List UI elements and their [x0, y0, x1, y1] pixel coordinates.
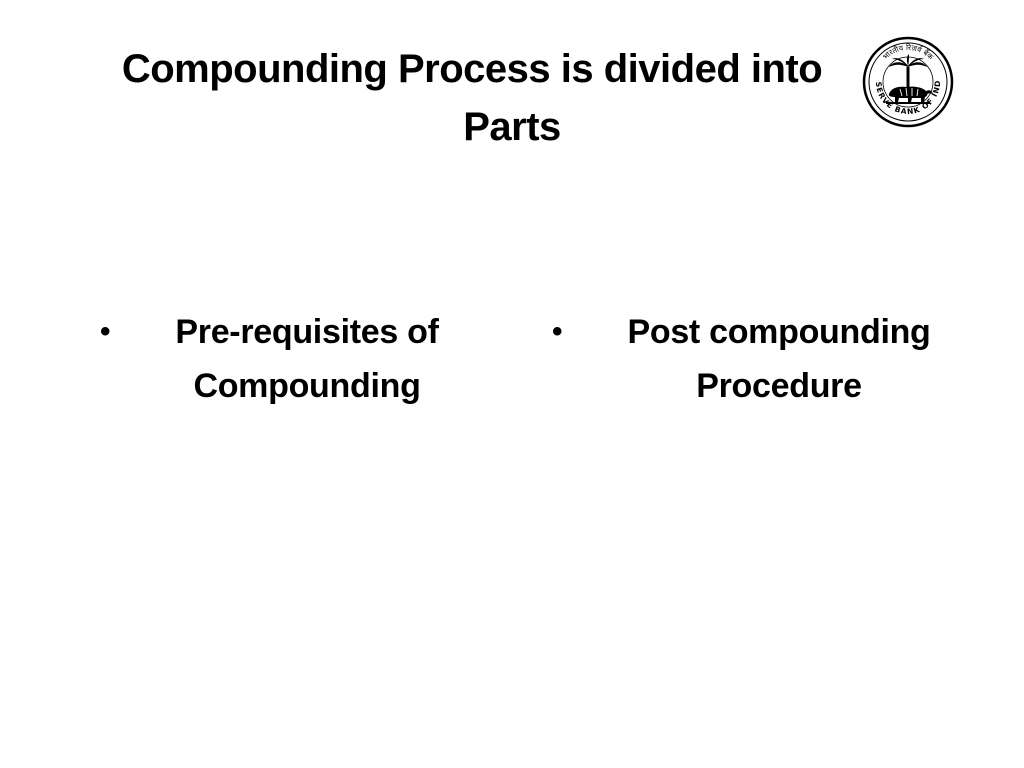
rbi-seal-logo: RESERVE BANK OF INDIA भारतीय रिज़र्व बैं… [862, 36, 954, 128]
slide-title-line-2: Parts [463, 105, 561, 149]
bullet-text: Post compounding Procedure [586, 305, 972, 413]
bullet-icon: • [552, 315, 563, 348]
slide-title-line-1: Compounding Process is divided into [121, 47, 823, 91]
bullet-item-post-compounding: • Post compounding Procedure [552, 305, 972, 413]
bullet-item-pre-requisites: • Pre-requisites of Compounding [100, 305, 480, 413]
bullet-text-line-2: Procedure [696, 367, 862, 405]
bullet-text-line-1: Pre-requisites of [175, 313, 439, 351]
bullet-text-line-2: Compounding [193, 367, 421, 405]
reserve-bank-of-india-seal-icon: RESERVE BANK OF INDIA भारतीय रिज़र्व बैं… [862, 36, 954, 128]
bullet-text-line-1: Post compounding [627, 313, 931, 351]
bullet-column-right: • Post compounding Procedure [552, 305, 972, 413]
bullet-text: Pre-requisites of Compounding [134, 305, 480, 413]
slide-title: Compounding Process is divided into Part… [40, 40, 984, 156]
bullet-column-left: • Pre-requisites of Compounding [100, 305, 480, 413]
bullet-icon: • [100, 315, 111, 348]
